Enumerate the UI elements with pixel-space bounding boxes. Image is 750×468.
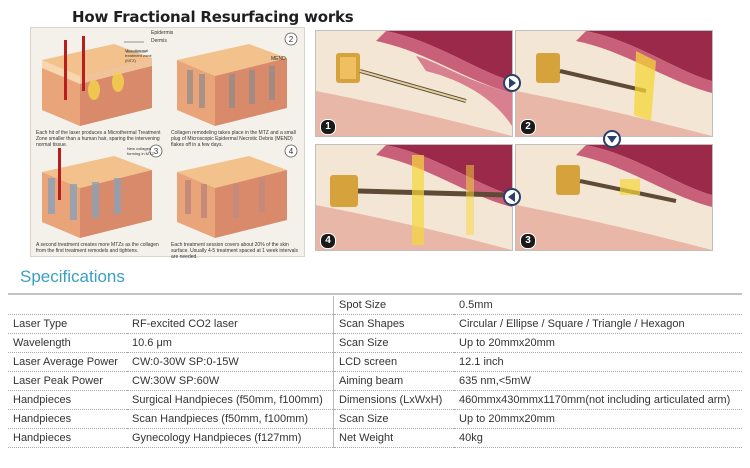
fractional-tile-2: 2 MEND Collagen remodeling takes place i… [169, 30, 301, 148]
spec-label-left: Laser Average Power [8, 352, 127, 372]
spec-value-right: Up to 20mmx20mm [454, 333, 742, 353]
next-arrow-left-icon [503, 188, 521, 206]
new-collagen-label: New collagen forming in MTZ [127, 146, 154, 156]
spec-label-right: Scan Shapes [333, 314, 454, 334]
anatomy-illustration-4 [316, 145, 512, 250]
spec-value-right: 40kg [454, 428, 742, 448]
table-row: Handpieces Scan Handpieces (f50mm, f100m… [8, 409, 742, 429]
fractional-tile-1: Each hit of the laser produces a Microth… [34, 30, 166, 148]
anatomy-illustration-3 [516, 145, 712, 250]
procedure-tile-3: 3 [515, 144, 713, 251]
spec-label-right: Net Weight [333, 428, 454, 448]
spec-value-right: 460mmx430mmx1170mm(not including articul… [454, 390, 742, 410]
spec-value-left: RF-excited CO2 laser [127, 314, 334, 334]
skin-block-illustration-2: 2 MEND [177, 32, 298, 126]
heading-divider [8, 293, 742, 295]
fractional-title: How Fractional Resurfacing works [72, 8, 354, 26]
fractional-tile-4: 4 Each treatment session covers about 20… [169, 142, 301, 260]
spec-label-left: Laser Peak Power [8, 371, 127, 391]
specifications-heading: Specifications [20, 267, 125, 286]
spec-label-left: Wavelength [8, 333, 127, 353]
anatomy-illustration-1 [316, 31, 512, 136]
spec-value-left: Gynecology Handpieces (f127mm) [127, 428, 334, 448]
spec-value-left: 10.6 μm [127, 333, 334, 353]
spec-label-right: Scan Size [333, 409, 454, 429]
spec-value-left [127, 296, 334, 315]
dermis-label: Dermis [151, 38, 167, 44]
spec-value-right: Up to 20mmx20mm [454, 409, 742, 429]
tile-caption-2: Collagen remodeling takes place in the M… [171, 130, 296, 148]
procedure-step-4: 4 [320, 233, 336, 249]
tile-step-4: 4 [289, 147, 294, 156]
tile-step-2: 2 [289, 35, 294, 44]
spec-value-left: CW:0-30W SP:0-15W [127, 352, 334, 372]
spec-value-left: Surgical Handpieces (f50mm, f100mm) [127, 390, 334, 410]
spec-label-left [8, 296, 127, 315]
spec-label-right: Aiming beam [333, 371, 454, 391]
table-row: Laser Peak Power CW:30W SP:60W Aiming be… [8, 371, 742, 391]
tile-caption-1: Each hit of the laser produces a Microth… [36, 130, 161, 148]
spec-label-right: Scan Size [333, 333, 454, 353]
next-arrow-down-icon [603, 130, 621, 148]
table-row: Handpieces Gynecology Handpieces (f127mm… [8, 428, 742, 448]
spec-value-right: 12.1 inch [454, 352, 742, 372]
spec-label-left: Handpieces [8, 428, 127, 448]
skin-block-illustration-1 [42, 36, 152, 126]
skin-block-illustration-3: 3 [42, 144, 163, 238]
spec-label-right: LCD screen [333, 352, 454, 372]
procedure-step-1: 1 [320, 119, 336, 135]
epidermis-label: Epidermis [151, 30, 174, 36]
anatomy-illustration-2 [516, 31, 712, 136]
spec-label-right: Dimensions (LxWxH) [333, 390, 454, 410]
procedure-step-2: 2 [520, 119, 536, 135]
table-row: Spot Size 0.5mm [8, 296, 742, 315]
specifications-table: Spot Size 0.5mm Laser Type RF-excited CO… [8, 296, 742, 448]
spec-label-left: Handpieces [8, 390, 127, 410]
tile-caption-3: A second treatment creates more MTZs as … [36, 242, 159, 254]
table-row: Wavelength 10.6 μm Scan Size Up to 20mmx… [8, 333, 742, 353]
tile-caption-4: Each treatment session covers about 20% … [171, 242, 299, 260]
spec-value-left: CW:30W SP:60W [127, 371, 334, 391]
spec-label-left: Handpieces [8, 409, 127, 429]
table-row: Handpieces Surgical Handpieces (f50mm, f… [8, 390, 742, 410]
procedure-diagram: 1 2 4 [315, 30, 713, 252]
procedure-tile-4: 4 [315, 144, 513, 251]
mend-label: MEND [271, 56, 286, 62]
spec-value-right: 0.5mm [454, 296, 742, 315]
spec-label-left: Laser Type [8, 314, 127, 334]
tile-step-3: 3 [154, 147, 159, 156]
fractional-tile-3: 3 A second treatment creates more MTZs a… [34, 142, 166, 254]
procedure-tile-2: 2 [515, 30, 713, 137]
table-row: Laser Type RF-excited CO2 laser Scan Sha… [8, 314, 742, 334]
procedure-tile-1: 1 [315, 30, 513, 137]
next-arrow-right-icon [503, 74, 521, 92]
spec-value-left: Scan Handpieces (f50mm, f100mm) [127, 409, 334, 429]
table-row: Laser Average Power CW:0-30W SP:0-15W LC… [8, 352, 742, 372]
spec-value-right: Circular / Ellipse / Square / Triangle /… [454, 314, 742, 334]
skin-block-illustration-4: 4 [177, 144, 298, 238]
spec-label-right: Spot Size [333, 296, 454, 315]
mtz-label: Microthermal treatment zone (MTZ) [125, 48, 152, 63]
procedure-step-3: 3 [520, 233, 536, 249]
spec-value-right: 635 nm,<5mW [454, 371, 742, 391]
fractional-diagram: Each hit of the laser produces a Microth… [30, 27, 305, 260]
